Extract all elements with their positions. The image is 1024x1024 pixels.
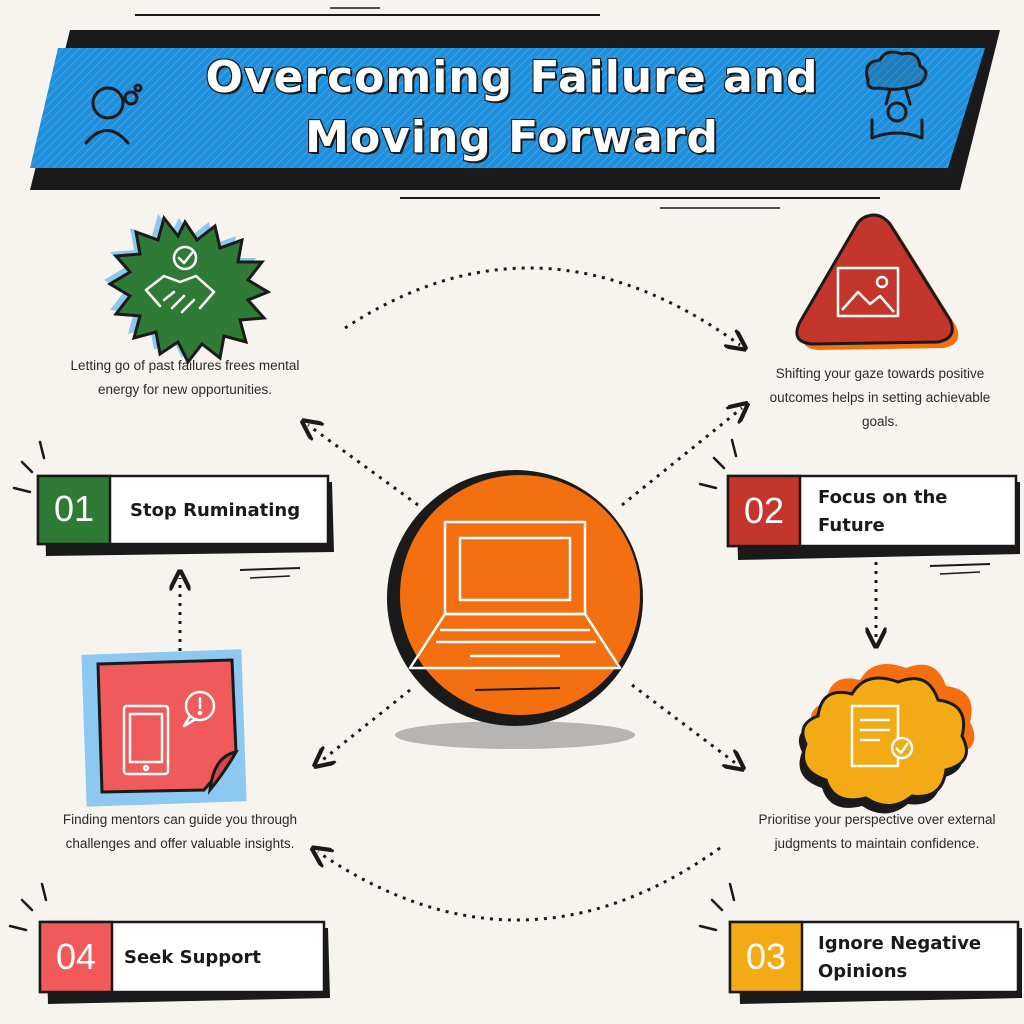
arrow-center-to-step4 [320, 688, 411, 762]
step3-number: 03 [745, 936, 787, 977]
step2-desc-line: outcomes helps in setting achievable [769, 390, 991, 405]
step2-badge [795, 213, 959, 350]
step3-desc-line: judgments to maintain confidence. [774, 836, 980, 851]
arrow-step1-to-step2 [344, 266, 740, 345]
document-check-icon [850, 704, 914, 768]
step4-description: Finding mentors can guide you through ch… [30, 808, 330, 856]
step2-number: 02 [743, 490, 785, 531]
step3-badge [798, 664, 975, 814]
center-circle [400, 475, 640, 715]
step1-description: Letting go of past failures frees mental… [40, 354, 330, 402]
step3-label-line2: Opinions [818, 961, 908, 982]
step4-desc-line: Finding mentors can guide you through [62, 812, 298, 827]
stressed-person-icon [865, 50, 928, 140]
step3-number-box [728, 920, 804, 994]
step1-number-box [36, 474, 112, 546]
step1-desc-line: energy for new opportunities. [97, 382, 273, 397]
step2-description: Shifting your gaze towards positive outc… [730, 362, 1024, 434]
step3-label-line1: Ignore Negative [818, 933, 982, 954]
step4-label: Seek Support [124, 947, 262, 968]
step4-number-box [38, 920, 114, 994]
step1-desc-line: Letting go of past failures frees mental [70, 358, 300, 373]
connector-arrows [180, 266, 876, 922]
step1-bar [12, 440, 334, 579]
page-title-line1: Overcoming Failure and [205, 52, 819, 103]
arrow-step3-to-step4 [318, 848, 721, 922]
step1-label: Stop Ruminating [130, 500, 301, 521]
step4-desc-line: challenges and offer valuable insights. [65, 836, 295, 851]
laptop-icon [408, 520, 622, 670]
step3-bar [698, 882, 1022, 1004]
step4-bar [8, 882, 330, 1004]
step2-label-line2: Future [818, 515, 885, 536]
step3-description: Prioritise your perspective over externa… [730, 808, 1024, 856]
title-banner [30, 7, 1000, 209]
step2-desc-line: goals. [861, 414, 899, 429]
step2-label-line1: Focus on the [818, 487, 948, 508]
arrow-center-to-step2 [621, 408, 742, 507]
step3-label: Ignore Negative Opinions [818, 930, 981, 986]
step4-badge [81, 649, 247, 807]
step1-number: 01 [53, 488, 95, 529]
handshake-check-icon [144, 245, 216, 314]
step2-bar [698, 438, 1020, 575]
step2-label: Focus on the Future [818, 484, 947, 540]
step3-desc-line: Prioritise your perspective over externa… [758, 812, 996, 827]
center-hub [387, 470, 643, 749]
tablet-alert-icon [122, 690, 216, 776]
image-frame-icon [836, 266, 900, 318]
page-title-line2: Moving Forward [305, 112, 719, 163]
arrow-center-to-step3 [631, 683, 738, 765]
step2-desc-line: Shifting your gaze towards positive [775, 366, 985, 381]
step4-number: 04 [55, 936, 97, 977]
step2-number-box [726, 474, 802, 548]
thinking-person-icon [84, 83, 143, 145]
step1-badge [104, 214, 272, 365]
